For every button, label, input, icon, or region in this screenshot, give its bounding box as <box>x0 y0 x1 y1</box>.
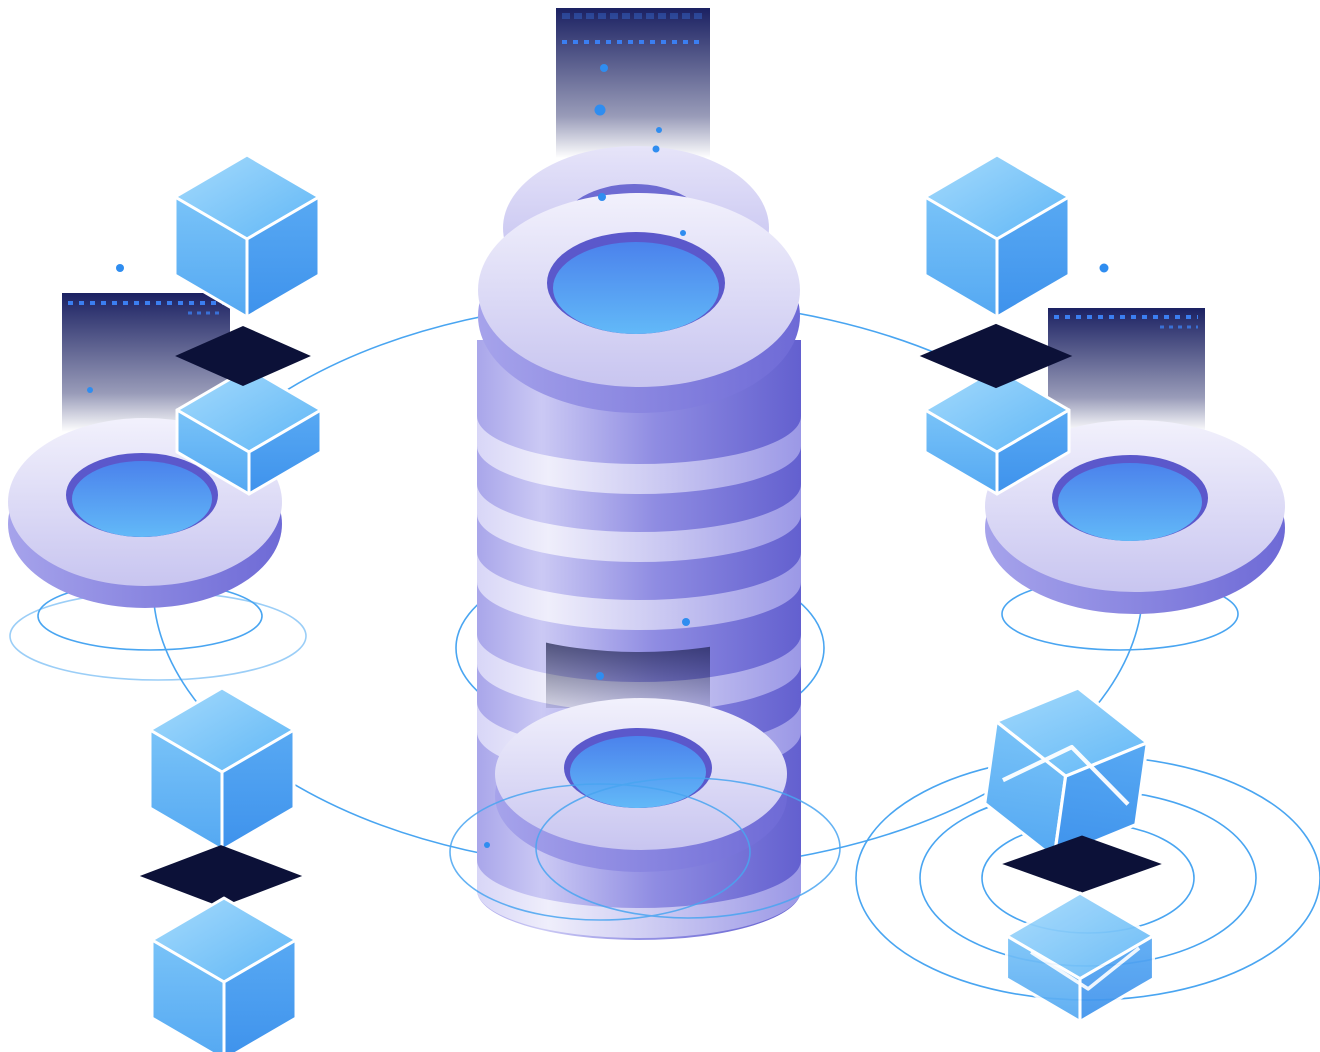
dot <box>656 127 662 133</box>
stack-upper-bands <box>477 416 801 630</box>
dot <box>600 64 608 72</box>
cube-bottom-right-reflection <box>1005 891 1155 1024</box>
dot <box>116 264 124 272</box>
cube-bottom-left-lower <box>150 896 298 1052</box>
stack-band <box>477 860 801 938</box>
diamond-bottom-right <box>1002 835 1162 893</box>
dot <box>484 842 490 848</box>
dot <box>87 387 93 393</box>
stream-dashed-rows <box>68 13 1198 329</box>
dot <box>652 145 660 153</box>
dot <box>1099 263 1109 273</box>
stack-band <box>477 552 801 630</box>
stack-upper-body <box>477 340 801 652</box>
cube <box>1005 891 1155 1024</box>
stack-bottom-ring <box>495 698 787 872</box>
cube-top-right <box>923 153 1071 319</box>
cube-bottom-right <box>976 675 1156 871</box>
orbit-ring-front-b <box>535 777 841 919</box>
cube-bottom-left <box>148 686 296 852</box>
diamond-bottom-left <box>139 845 303 907</box>
satellite-cubes-lower <box>139 675 1162 1052</box>
dot <box>682 618 690 626</box>
cube-crack-line <box>1030 946 1141 991</box>
cube <box>976 675 1156 871</box>
orbit-ring-front-a <box>449 783 751 921</box>
central-database-stack <box>449 146 841 940</box>
left-ring-hole-pool <box>72 461 212 537</box>
right-data-ring <box>985 420 1285 614</box>
orbit-rings-stack-front <box>449 777 841 921</box>
stack-top-ring <box>478 193 800 413</box>
dot <box>598 193 606 201</box>
stack-band <box>477 484 801 562</box>
dot <box>596 672 604 680</box>
stream-panel-top <box>556 8 710 158</box>
right-ring-hole-pool <box>1058 463 1202 541</box>
stream-panel-right <box>1048 308 1205 432</box>
top-ring-hole-pool <box>553 242 719 334</box>
cube-crack-line <box>1002 744 1130 806</box>
stack-band <box>477 416 801 494</box>
cube-top-left <box>173 153 321 319</box>
floating-dots <box>87 64 1109 848</box>
dot <box>594 104 606 116</box>
bottom-ring-hole-pool <box>570 736 706 808</box>
dot <box>680 230 686 236</box>
